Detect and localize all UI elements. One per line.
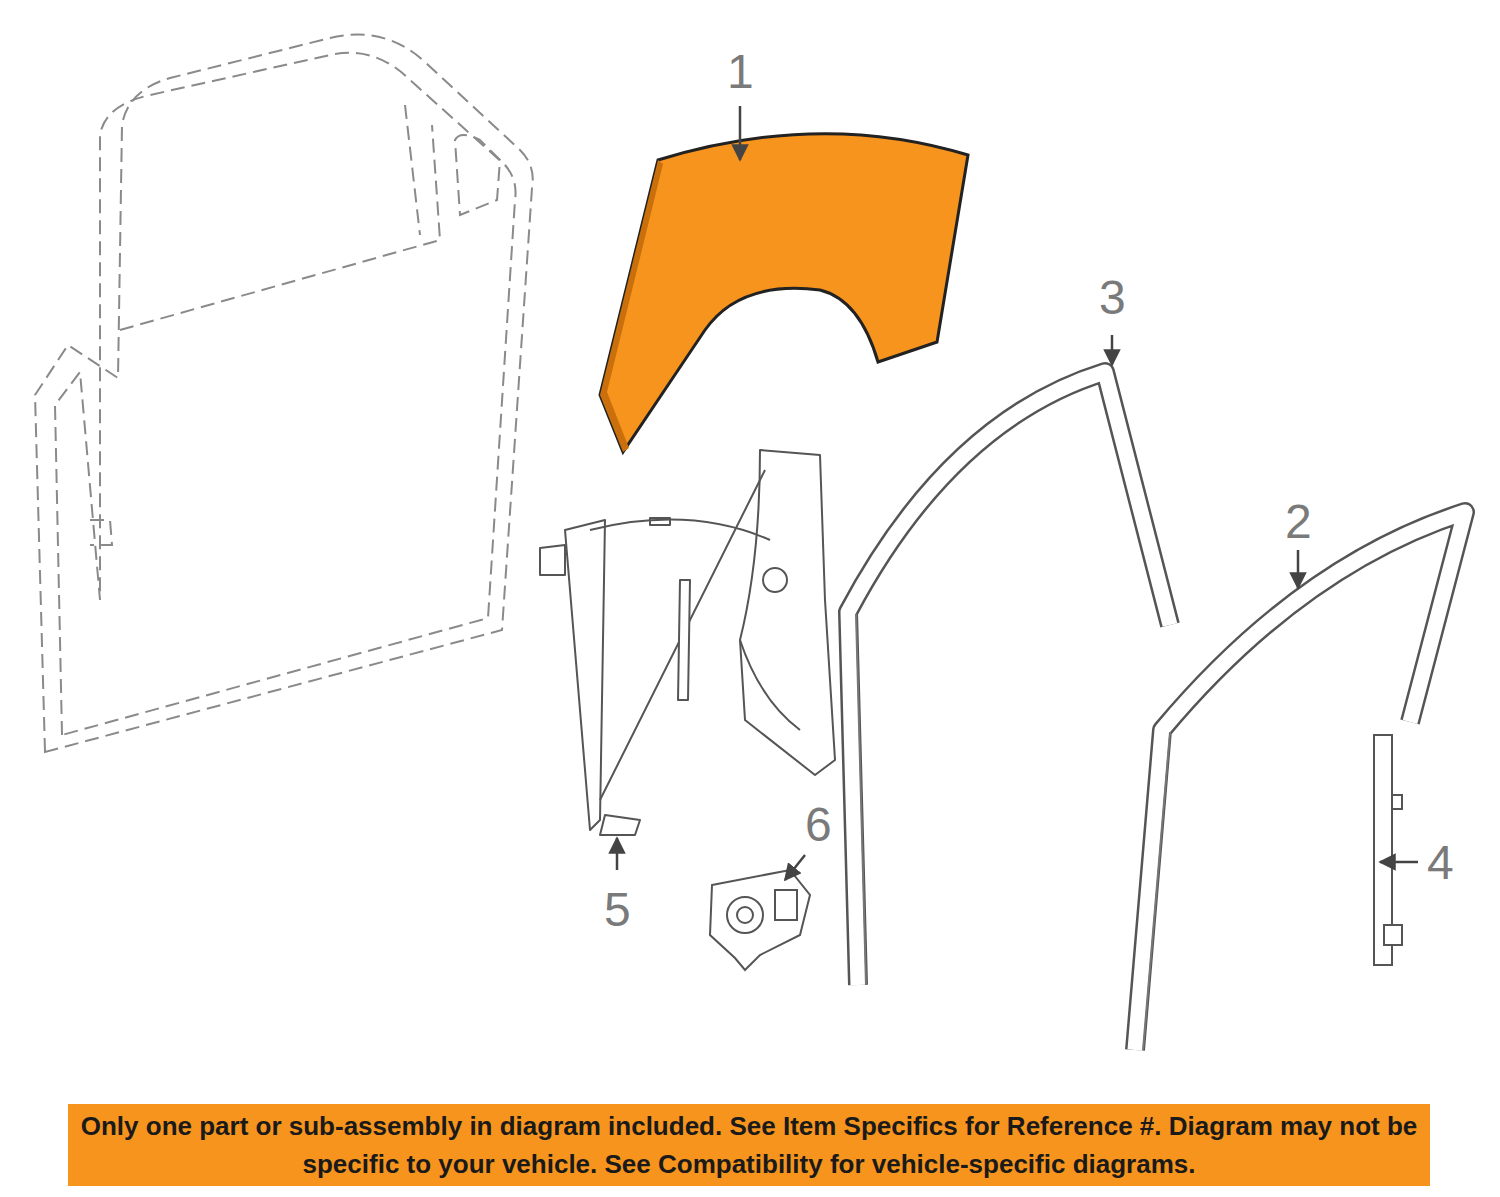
- callout-number: 6: [805, 801, 832, 849]
- notice-banner: Only one part or sub-assembly in diagram…: [68, 1104, 1430, 1186]
- door-glass: [600, 134, 968, 452]
- callout-number: 2: [1285, 498, 1312, 546]
- callout-number: 4: [1427, 839, 1454, 887]
- door-outline: [35, 35, 533, 752]
- window-motor: [710, 870, 810, 970]
- guide-channel: [1374, 735, 1402, 965]
- run-channel: [848, 372, 1170, 985]
- callout-number: 1: [727, 48, 754, 96]
- run-channel: [1135, 512, 1465, 1050]
- callout-number: 5: [604, 886, 631, 934]
- leader-arrow: [617, 106, 1418, 880]
- callout-number: 3: [1099, 274, 1126, 322]
- window-regulator: [540, 450, 835, 835]
- notice-text: Only one part or sub-assembly in diagram…: [78, 1107, 1420, 1183]
- glass-edge: [600, 160, 663, 452]
